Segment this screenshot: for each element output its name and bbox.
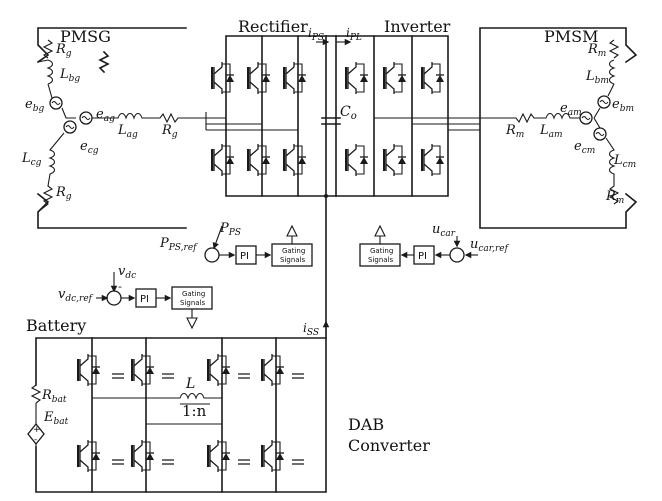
label-lbm: Lbm <box>585 69 609 86</box>
pmsg-block: PMSG Rg Lbg ebg ecg eag Lag Rg Lcg Rg <box>21 27 206 229</box>
svg-text:Signals: Signals <box>280 256 306 264</box>
label-dab-l: L <box>185 376 195 392</box>
label-lbg: Lbg <box>59 67 80 84</box>
svg-text:PI: PI <box>418 251 427 262</box>
label-ecg: ecg <box>80 139 99 156</box>
label-eam: eam <box>560 101 582 118</box>
svg-text:-: - <box>118 280 122 293</box>
label-ucar-ref: ucar,ref <box>470 237 510 254</box>
label-lag: Lag <box>117 123 138 140</box>
ucar-pi-controller <box>413 245 435 265</box>
inv-switch-6 <box>420 143 445 177</box>
label-iss: iSS <box>303 321 319 338</box>
rect-switch-6 <box>282 143 307 177</box>
dab-switch-5 <box>76 439 101 473</box>
dc-link: iPS iPL Co iSS <box>303 26 362 339</box>
label-rm-mid: Rm <box>505 123 524 140</box>
label-ebg: ebg <box>25 97 44 114</box>
label-rg-mid: Rg <box>161 123 178 140</box>
label-pps-ref: PPS,ref <box>159 236 198 253</box>
label-pps: PPS <box>219 221 241 238</box>
inverter-speed-control: Gating Signals PI ucar ucar,ref <box>359 222 510 267</box>
pps-summing-junction <box>204 247 220 263</box>
dab-label-line2: Converter <box>348 436 430 455</box>
dab-switch-7 <box>206 439 231 473</box>
dab-switch-6 <box>130 439 155 473</box>
label-ipl: iPL <box>346 26 362 43</box>
gating-up-arrow-icon <box>286 224 298 244</box>
svg-text:PI: PI <box>240 251 249 262</box>
ucar-summing-junction <box>449 247 465 263</box>
inverter-bridge: Inverter <box>335 17 480 197</box>
inv-switch-3 <box>420 61 445 95</box>
pmsm-block: PMSM Rm Lbm ebm eam Lam Rm ecm Lcm Rm <box>479 27 638 229</box>
svg-text:Gating: Gating <box>282 247 305 255</box>
inv-switch-1 <box>344 61 369 95</box>
label-vdc-ref: vdc,ref <box>58 287 94 304</box>
rect-switch-2 <box>246 61 271 95</box>
svg-text:Gating: Gating <box>370 247 393 255</box>
svg-text:-: - <box>34 435 37 445</box>
label-lcm: Lcm <box>613 153 636 170</box>
label-ecm: ecm <box>574 139 595 156</box>
label-co: Co <box>340 104 357 122</box>
label-lam: Lam <box>539 123 563 140</box>
dab-label-line1: DAB <box>348 415 384 434</box>
inv-switch-4 <box>344 143 369 177</box>
dc-voltage-control: vdc - vdc,ref PI Gating Signals <box>58 264 213 330</box>
gating-down-arrow-icon <box>186 309 198 330</box>
transformer-ratio-label: 1:n <box>182 402 207 420</box>
label-ucar: ucar <box>432 222 456 239</box>
svg-text:Gating: Gating <box>182 290 205 298</box>
rect-switch-5 <box>246 143 271 177</box>
label-rbat: Rbat <box>41 388 67 405</box>
svg-text:Signals: Signals <box>368 256 394 264</box>
dab-switch-8 <box>260 439 285 473</box>
label-ebm: ebm <box>612 97 634 114</box>
dab-switch-1 <box>76 353 101 387</box>
svg-text:+: + <box>33 425 41 435</box>
svg-text:PI: PI <box>140 294 149 305</box>
label-ips: iPS <box>308 26 324 43</box>
rect-switch-4 <box>210 143 235 177</box>
label-rg-bot: Rg <box>55 185 72 202</box>
dab-switch-3 <box>206 353 231 387</box>
label-lcg: Lcg <box>21 151 42 168</box>
label-eag: eag <box>96 107 115 124</box>
label-rg-top: Rg <box>55 42 72 59</box>
vdc-summing-junction <box>106 290 122 306</box>
battery-label: Battery <box>26 316 86 335</box>
dab-switch-2 <box>130 353 155 387</box>
rect-switch-3 <box>282 61 307 95</box>
pmsm-label: PMSM <box>544 27 599 46</box>
rectifier-bridge: Rectifier <box>205 17 327 197</box>
label-vdc: vdc <box>118 264 136 281</box>
inv-switch-2 <box>382 61 407 95</box>
rectifier-label: Rectifier <box>238 17 308 36</box>
dab-inductor-icon <box>92 392 222 400</box>
label-rm-bot: Rm <box>605 189 624 206</box>
label-rm-top: Rm <box>587 42 606 59</box>
rectifier-power-control: PPS PPS,ref PI Gating Signals <box>159 221 313 267</box>
pmsg-label: PMSG <box>60 27 111 46</box>
co-capacitor-icon <box>321 117 341 125</box>
inverter-label: Inverter <box>384 17 451 36</box>
inv-switch-5 <box>382 143 407 177</box>
svg-text:Signals: Signals <box>180 299 206 307</box>
dab-converter: Battery L 1:n Rbat + - Ebat DAB Conver <box>26 316 430 493</box>
rect-switch-1 <box>210 61 235 95</box>
gating-up-arrow-icon-2 <box>374 224 386 244</box>
label-ebat: Ebat <box>43 410 69 427</box>
dab-switch-4 <box>260 353 285 387</box>
